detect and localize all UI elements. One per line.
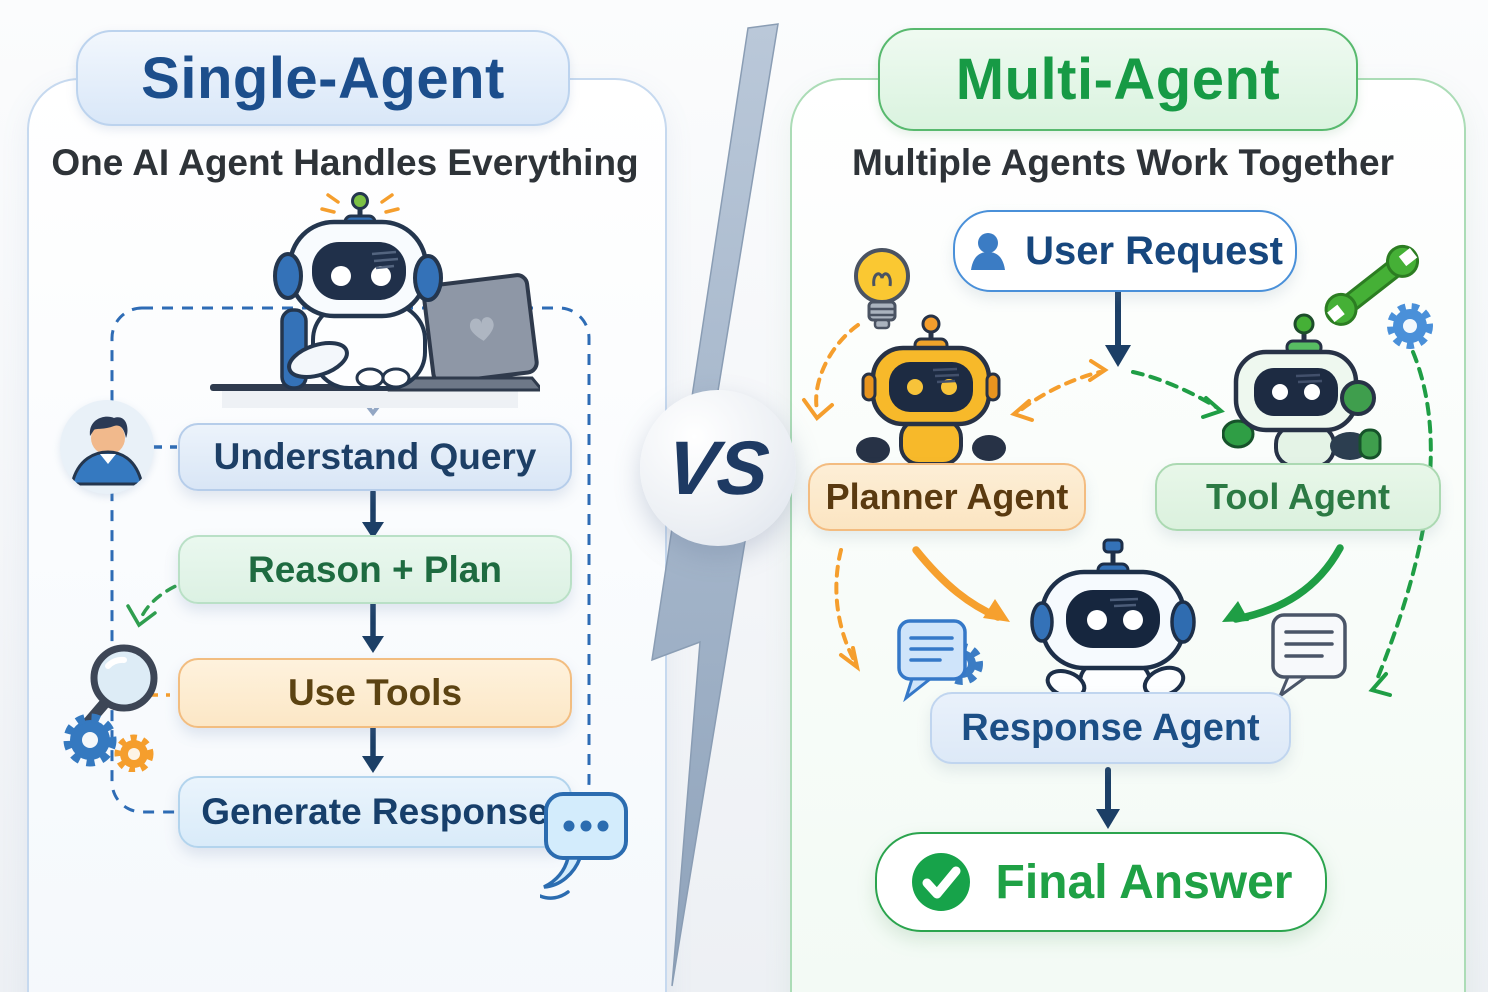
single-agent-robot-illustration: [210, 192, 540, 408]
vs-badge: VS: [640, 390, 796, 546]
response-agent-box: Response Agent: [930, 692, 1291, 764]
single-agent-title-label: Single-Agent: [141, 45, 505, 111]
visor-lines: [1109, 597, 1139, 608]
tool-agent-box: Tool Agent: [1155, 463, 1441, 531]
tool-arm: [1330, 428, 1382, 460]
multi-agent-title: Multi-Agent: [878, 28, 1358, 131]
response-robot-illustration: [1030, 538, 1196, 706]
right-hand: [972, 435, 1006, 461]
multi-agent-title-label: Multi-Agent: [955, 47, 1281, 112]
planner-robot-illustration: [856, 314, 1006, 466]
tool-robot-illustration: [1222, 313, 1382, 467]
left-hand: [856, 437, 890, 463]
robot-head: [861, 345, 1001, 427]
step-label: Generate Response: [201, 791, 549, 832]
speech-bubble-blue-icon: [897, 619, 967, 702]
multi-agent-subtitle: Multiple Agents Work Together: [852, 142, 1394, 183]
speech-bubble-gray-icon: [1271, 613, 1347, 700]
user-request-box: User Request: [953, 210, 1297, 292]
step-generate-response: Generate Response: [178, 776, 572, 848]
robot-head: [1030, 569, 1196, 671]
robot-head: [273, 219, 443, 319]
single-agent-subtitle: One AI Agent Handles Everything: [51, 142, 639, 183]
tool-agent-label: Tool Agent: [1206, 476, 1390, 517]
antenna-icon: [1293, 313, 1315, 335]
final-answer-box: Final Answer: [875, 832, 1327, 932]
robot-head: [1233, 349, 1376, 433]
visor-lines: [371, 250, 399, 270]
planner-agent-box: Planner Agent: [808, 463, 1086, 531]
chat-bubble-icon: [540, 792, 628, 900]
step-use-tools: Use Tools: [178, 658, 572, 728]
step-understand-query: Understand Query: [178, 423, 572, 491]
waving-hand: [1222, 419, 1255, 449]
robot-body: [899, 418, 963, 466]
check-icon: [911, 853, 970, 911]
vs-label: VS: [662, 425, 774, 511]
visor-lines: [1295, 373, 1323, 384]
gear-icon-blue: [63, 713, 117, 767]
gear-icon-blue: [1387, 303, 1433, 349]
antenna-icon: [921, 314, 941, 334]
user-request-label: User Request: [1025, 228, 1283, 273]
user-avatar: [60, 400, 154, 494]
response-agent-label: Response Agent: [961, 706, 1260, 749]
tools-icons: [63, 644, 158, 772]
spark-lines: [320, 193, 400, 214]
wrench-gear-icons: [1324, 244, 1433, 349]
person-icon: [70, 416, 144, 486]
user-icon: [971, 233, 1006, 270]
step-reason-plan: Reason + Plan: [178, 535, 572, 604]
final-answer-label: Final Answer: [995, 855, 1293, 909]
lightbulb-icon: [854, 248, 910, 330]
gear-icon-orange: [114, 734, 154, 772]
step-label: Reason + Plan: [248, 548, 502, 590]
planner-agent-label: Planner Agent: [825, 476, 1069, 517]
wrench-icon: [1324, 244, 1420, 326]
step-label: Use Tools: [287, 672, 463, 713]
single-agent-title: Single-Agent: [76, 30, 570, 126]
magnifier-icon: [74, 644, 158, 738]
step-label: Understand Query: [213, 436, 537, 477]
visor-lines: [932, 367, 960, 384]
